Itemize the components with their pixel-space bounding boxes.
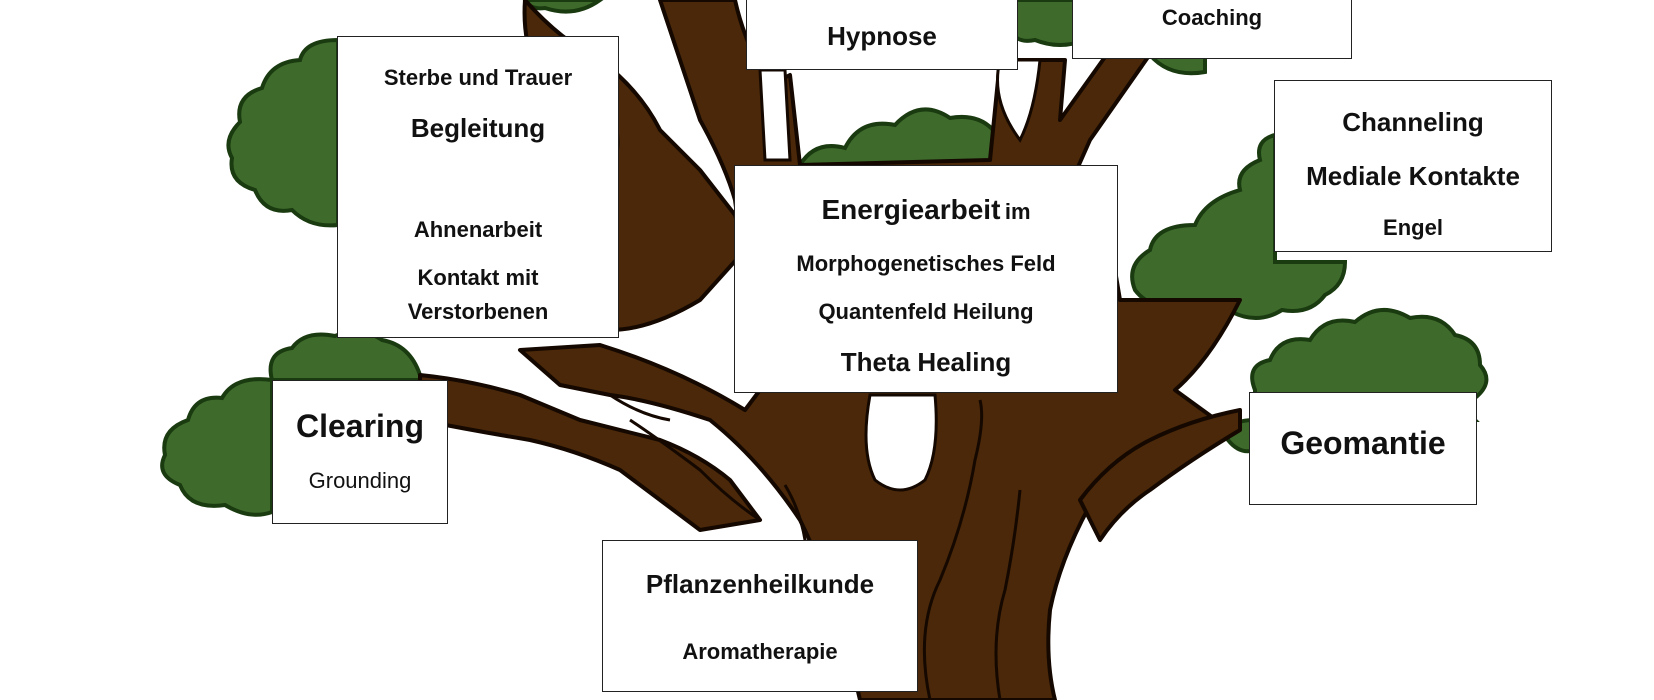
card-energiearbeit-line1a: Energiearbeit [821, 194, 1001, 225]
card-begleitung-line4: Kontakt mit [417, 265, 539, 290]
foliage-left-lower [268, 329, 422, 382]
hollow-top-b [996, 58, 1042, 143]
card-hypnose: Hypnose [746, 0, 1018, 70]
card-clearing-line2: Grounding [308, 468, 412, 493]
card-channeling: Channeling Mediale Kontakte Engel [1274, 80, 1552, 252]
card-channeling-line1: Channeling [1342, 107, 1484, 137]
card-begleitung-line5: Verstorbenen [407, 299, 549, 324]
card-coaching-title: Coaching [1161, 5, 1263, 30]
card-energiearbeit-line1b: im [1004, 199, 1031, 224]
card-begleitung-line1: Sterbe und Trauer [383, 65, 573, 90]
card-pflanzen-line2: Aromatherapie [682, 639, 838, 664]
branch-right-lower [1078, 408, 1242, 542]
card-energiearbeit: Energiearbeit im Morphogenetisches Feld … [734, 165, 1118, 393]
card-begleitung: Sterbe und Trauer Begleitung Ahnenarbeit… [337, 36, 619, 338]
foliage-clearing [160, 377, 274, 517]
foliage-right-middle [1130, 132, 1348, 320]
card-geomantie: Geomantie [1249, 392, 1477, 505]
card-pflanzen-line1: Pflanzenheilkunde [645, 569, 875, 599]
card-begleitung-line3: Ahnenarbeit [413, 217, 543, 242]
card-energiearbeit-line2: Morphogenetisches Feld [796, 251, 1056, 276]
card-hypnose-title: Hypnose [827, 21, 937, 51]
card-geomantie-line1: Geomantie [1280, 425, 1446, 461]
card-energiearbeit-line1: Energiearbeit im [735, 194, 1117, 226]
card-coaching: Coaching [1072, 0, 1352, 59]
card-clearing: Clearing Grounding [272, 380, 448, 524]
card-energiearbeit-line4: Theta Healing [840, 347, 1012, 377]
hollow-center [864, 393, 938, 492]
card-channeling-line3: Engel [1383, 215, 1443, 240]
card-begleitung-line2: Begleitung [410, 113, 546, 143]
foliage-left-upper [226, 37, 340, 228]
card-channeling-line2: Mediale Kontakte [1306, 161, 1520, 191]
hollow-top-a [758, 68, 792, 162]
card-clearing-line1: Clearing [295, 408, 425, 444]
card-pflanzen: Pflanzenheilkunde Aromatherapie [602, 540, 918, 692]
card-energiearbeit-line3: Quantenfeld Heilung [818, 299, 1034, 324]
